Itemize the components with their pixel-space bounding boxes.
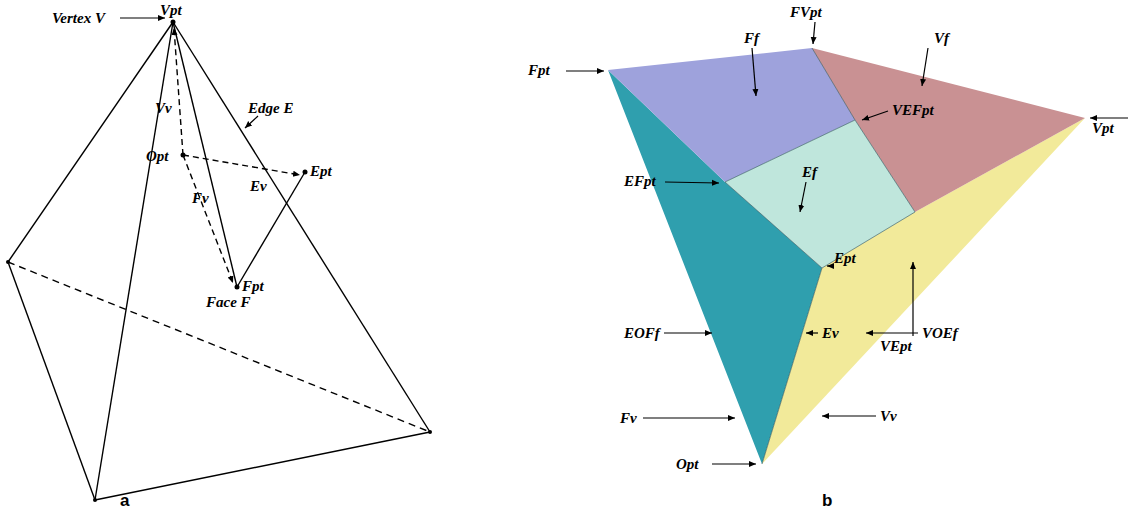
part-label: Opt — [676, 456, 699, 473]
part-label: Vv — [880, 408, 897, 425]
part-label: Vf — [934, 30, 949, 47]
panel-letter: b — [822, 492, 832, 511]
part-label: Opt — [146, 148, 169, 165]
part-label: Edge E — [248, 100, 293, 117]
part-label: Fpt — [242, 278, 264, 295]
cell-solid — [608, 48, 1085, 464]
panel-letter: a — [120, 492, 129, 511]
part-label: Ept — [834, 250, 856, 267]
part-label: Face F — [206, 294, 251, 311]
part-label: FVpt — [790, 4, 822, 21]
tetrahedron — [8, 22, 430, 500]
part-label: Vv — [155, 100, 172, 117]
part-label: Ef — [802, 164, 817, 181]
part-label: Ept — [310, 163, 332, 180]
part-label: Ff — [744, 30, 759, 47]
part-label: Fv — [620, 410, 637, 427]
part-label: Vpt — [160, 2, 182, 19]
part-label: VEFpt — [892, 102, 934, 119]
part-label: Vpt — [1092, 120, 1114, 137]
part-label: VEpt — [880, 338, 912, 355]
part-label: Vertex V — [52, 10, 105, 27]
part-label: Ev — [822, 325, 839, 342]
part-label: Fv — [192, 190, 209, 207]
part-label: Ev — [250, 178, 267, 195]
part-label: EOFf — [624, 325, 660, 342]
part-label: EFpt — [624, 173, 656, 190]
part-label: Fpt — [528, 62, 550, 79]
part-label: VOEf — [922, 325, 958, 342]
